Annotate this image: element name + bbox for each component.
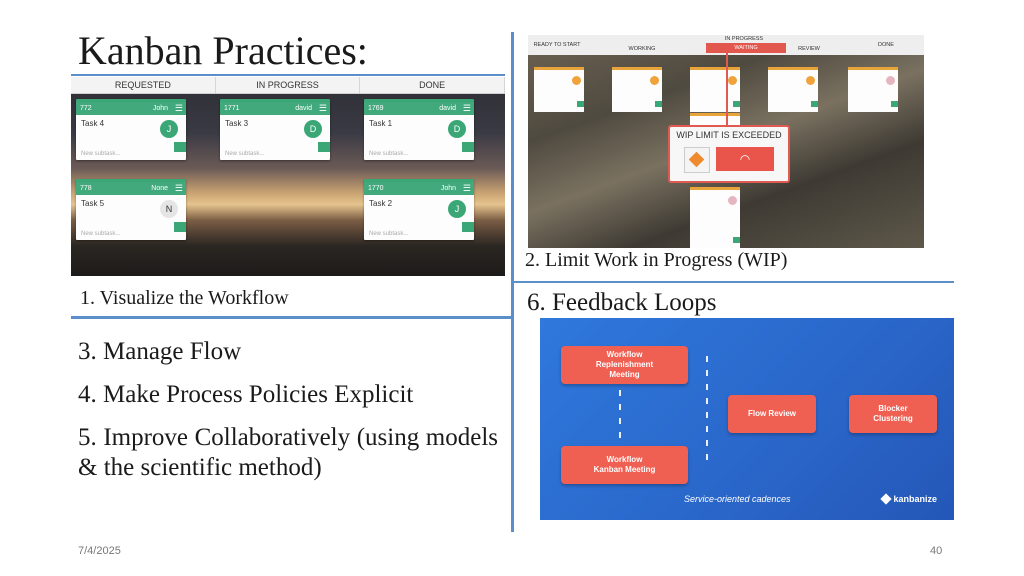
column-done: DONE [360,77,505,93]
work-card [848,67,898,112]
card-task: Task 5 [81,199,105,208]
column-review: REVIEW [798,46,820,52]
card-tab [733,101,740,107]
caption-feedback: 6. Feedback Loops [527,289,717,316]
status-dot [806,76,815,85]
status-dot [886,76,895,85]
card-task: Task 1 [369,119,393,128]
replenishment-box: Workflow Replenishment Meeting [561,346,688,384]
card-id: 1771 [224,105,240,112]
status-dot [728,76,737,85]
column-working: WORKING [628,46,656,52]
card-id: 1770 [368,185,384,192]
divider-right-top [511,281,954,283]
task-card: 1769 david ☰ Task 1 D New subtask... [364,99,474,160]
card-subtask: New subtask... [369,231,409,237]
menu-icon: ☰ [462,183,471,193]
card-tab [462,142,474,152]
status-dot [572,76,581,85]
menu-icon: ☰ [318,103,327,113]
wip-limit-image: READY TO START IN PROGRESS WORKING WAITI… [528,35,924,248]
work-card [612,67,662,112]
work-card [534,67,584,112]
wip-arrow [726,53,728,125]
caption-limit-wip: 2. Limit Work in Progress (WIP) [525,249,788,271]
brand-logo: kanbanize [880,493,937,505]
card-owner: david [439,105,456,112]
card-owner: John [152,105,168,112]
column-ready-to-start: READY TO START [533,42,581,48]
avatar: J [448,200,466,218]
brand-name: kanbanize [893,494,937,504]
status-dot [650,76,659,85]
card-id: 1769 [368,105,384,112]
card-tab [811,101,818,107]
card-tab [318,142,330,152]
column-done: DONE [878,42,894,48]
menu-icon: ☰ [462,103,471,113]
work-card [690,187,740,248]
avatar: D [304,120,322,138]
column-requested: REQUESTED [71,77,216,93]
connector-line [706,356,708,464]
wip-alert-message: WIP LIMIT IS EXCEEDED [676,130,782,140]
gauge-icon: ◠ [716,147,774,171]
footer-date: 7/4/2025 [78,545,121,557]
page-number: 40 [930,545,943,557]
card-subtask: New subtask... [369,151,409,157]
card-subtask: New subtask... [225,151,265,157]
blocker-clustering-box: Blocker Clustering [849,395,937,433]
connector-line [619,390,621,440]
avatar: N [160,200,178,218]
avatar: J [160,120,178,138]
card-tab [655,101,662,107]
card-task: Task 4 [81,119,105,128]
divider-title [71,74,505,76]
column-in-progress: IN PROGRESS [216,77,361,93]
card-tab [577,101,584,107]
flow-review-box: Flow Review [728,395,816,433]
card-task: Task 2 [369,199,393,208]
column-waiting: WAITING [706,43,786,53]
task-card: 778 None ☰ Task 5 N New subtask... [76,179,186,240]
practice-item: 3. Manage Flow [78,338,242,365]
status-dot [728,196,737,205]
card-tab [174,142,186,152]
feedback-footer: Service-oriented cadences [684,494,791,504]
card-id: 772 [80,105,92,112]
card-owner: david [295,105,312,112]
task-card: 772 John ☰ Task 4 J New subtask... [76,99,186,160]
card-subtask: New subtask... [81,151,121,157]
card-owner: None [151,185,168,192]
task-card: 1770 John ☰ Task 2 J New subtask... [364,179,474,240]
card-id: 778 [80,185,92,192]
card-owner: John [440,185,456,192]
card-task: Task 3 [225,119,249,128]
warning-icon [684,147,710,173]
card-tab [174,222,186,232]
practice-item: 5. Improve Collaboratively (using models… [78,424,498,481]
wip-alert: WIP LIMIT IS EXCEEDED ◠ [668,125,790,183]
slide-title: Kanban Practices: [78,28,368,73]
kanbanize-icon [880,493,893,505]
card-subtask: New subtask... [81,231,121,237]
practice-item: 4. Make Process Policies Explicit [78,381,414,408]
work-card [768,67,818,112]
task-card: 1771 david ☰ Task 3 D New subtask... [220,99,330,160]
divider-left [71,316,513,319]
card-tab [462,222,474,232]
card-tab [733,237,740,243]
work-card [690,67,740,112]
menu-icon: ☰ [174,103,183,113]
feedback-loops-image: Workflow Replenishment Meeting Workflow … [540,318,954,520]
kanban-meeting-box: Workflow Kanban Meeting [561,446,688,484]
menu-icon: ☰ [174,183,183,193]
card-tab [891,101,898,107]
caption-visualize: 1. Visualize the Workflow [80,287,289,309]
avatar: D [448,120,466,138]
board-header: REQUESTED IN PROGRESS DONE [71,77,505,94]
column-in-progress: IN PROGRESS [724,36,764,42]
